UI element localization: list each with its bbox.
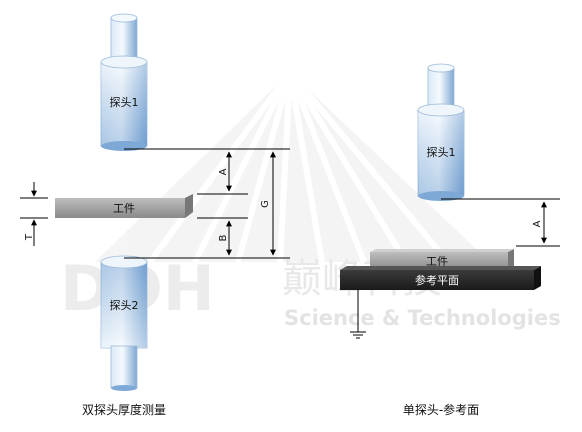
watermark-english: Science & Technologies <box>284 306 561 330</box>
watermark-fan <box>95 70 490 264</box>
probe-bottom-left <box>100 255 148 391</box>
caption-right: 单探头-参考面 <box>403 402 479 417</box>
workpiece-right-label: 工件 <box>426 255 448 268</box>
dimension-g-label: G <box>260 200 271 208</box>
right-reference-lines <box>441 198 560 247</box>
probe-right <box>417 63 465 201</box>
dimension-a-right-label: A <box>532 220 543 227</box>
reference-plane <box>340 266 541 290</box>
workpiece-left-label: 工件 <box>113 202 135 215</box>
ground-icon <box>350 290 366 339</box>
probe-right-label: 探头1 <box>427 146 456 159</box>
probe-bottom-left-label: 探头2 <box>110 299 139 312</box>
reference-plane-label: 参考平面 <box>415 273 459 287</box>
left-reference-lines <box>20 148 290 259</box>
probe-top-left-label: 探头1 <box>110 96 139 109</box>
workpiece-left <box>55 194 193 218</box>
probe-top-left <box>100 13 148 151</box>
dimension-a-left-label: A <box>218 168 229 175</box>
dimension-b-left-label: B <box>218 234 229 241</box>
workpiece-right <box>370 249 514 270</box>
caption-left: 双探头厚度测量 <box>82 402 166 417</box>
dimension-t-label: T <box>24 233 35 241</box>
